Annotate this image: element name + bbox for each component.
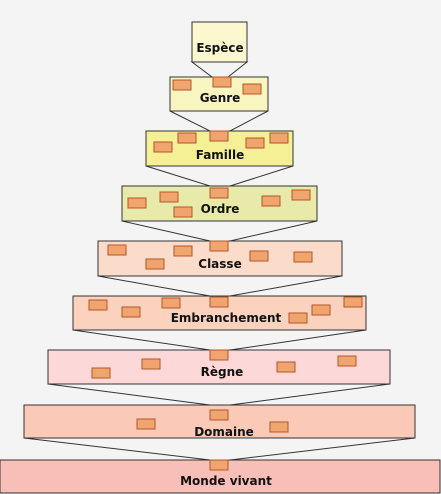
group-marker bbox=[173, 245, 193, 257]
rank-monde-vivant-label: Monde vivant bbox=[180, 474, 272, 488]
group-marker bbox=[242, 83, 262, 95]
group-marker bbox=[311, 304, 331, 316]
group-marker bbox=[245, 137, 265, 149]
rank-famille-label: Famille bbox=[196, 148, 245, 162]
rank-ordre: Ordre bbox=[121, 185, 318, 222]
group-marker bbox=[141, 358, 161, 370]
funnel-connector bbox=[145, 165, 294, 187]
group-marker bbox=[91, 367, 111, 379]
funnel-connector bbox=[23, 437, 416, 461]
rank-ordre-label: Ordre bbox=[201, 202, 240, 216]
group-marker bbox=[209, 240, 229, 252]
funnel-connector bbox=[72, 329, 367, 351]
group-marker bbox=[159, 191, 179, 203]
rank-regne-label: Règne bbox=[201, 365, 244, 379]
group-marker bbox=[343, 296, 363, 308]
group-marker bbox=[173, 206, 193, 218]
group-marker bbox=[161, 297, 181, 309]
group-marker bbox=[136, 418, 156, 430]
group-marker bbox=[209, 349, 229, 361]
group-marker bbox=[172, 79, 192, 91]
rank-espece-label: Espèce bbox=[196, 41, 243, 55]
group-marker bbox=[153, 141, 173, 153]
group-markers bbox=[88, 76, 363, 471]
rank-espece-box bbox=[191, 21, 248, 63]
group-marker bbox=[121, 306, 141, 318]
group-marker bbox=[288, 312, 308, 324]
group-marker bbox=[209, 459, 229, 471]
rank-classe-label: Classe bbox=[198, 257, 241, 271]
rank-espece: Espèce bbox=[191, 21, 248, 63]
funnel-connector bbox=[121, 220, 318, 242]
funnel-connector bbox=[97, 275, 343, 297]
group-marker bbox=[209, 130, 229, 142]
group-marker bbox=[145, 258, 165, 270]
group-marker bbox=[209, 187, 229, 199]
group-marker bbox=[212, 76, 232, 88]
group-marker bbox=[269, 132, 289, 144]
group-marker bbox=[249, 250, 269, 262]
group-marker bbox=[209, 296, 229, 308]
group-marker bbox=[107, 244, 127, 256]
group-marker bbox=[177, 132, 197, 144]
funnel-connector bbox=[169, 110, 269, 132]
group-marker bbox=[276, 361, 296, 373]
group-marker bbox=[88, 299, 108, 311]
group-marker bbox=[127, 197, 147, 209]
group-marker bbox=[209, 409, 229, 421]
group-marker bbox=[269, 421, 289, 433]
rank-genre-label: Genre bbox=[200, 91, 241, 105]
funnel-connector bbox=[190, 61, 249, 78]
group-marker bbox=[337, 355, 357, 367]
group-marker bbox=[293, 251, 313, 263]
group-marker bbox=[291, 189, 311, 201]
rank-domaine-label: Domaine bbox=[194, 425, 254, 439]
funnel-connector bbox=[47, 383, 391, 406]
rank-embranchement-label: Embranchement bbox=[171, 311, 282, 325]
group-marker bbox=[261, 195, 281, 207]
